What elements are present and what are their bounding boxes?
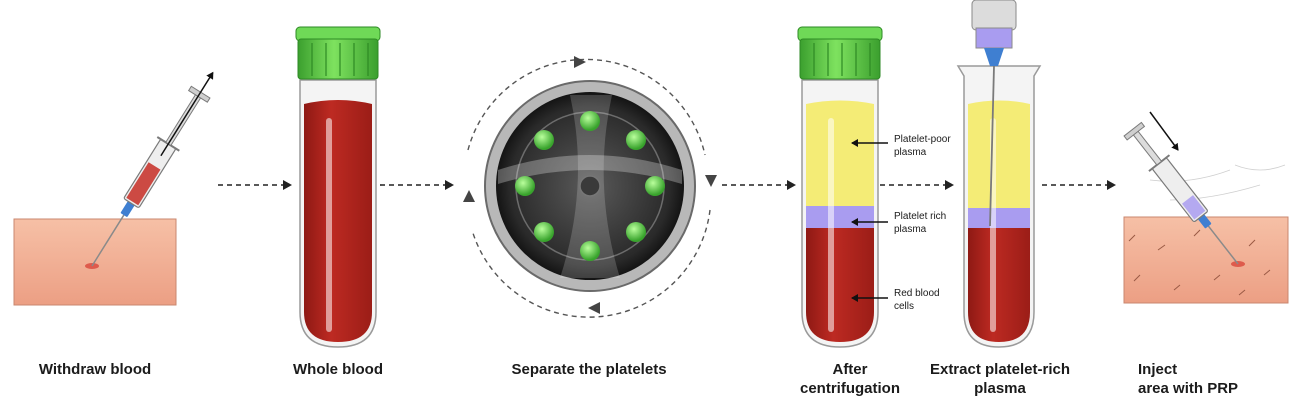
label-red-blood-cells: Red blood cells [894, 288, 940, 312]
extract-prp-illustration [956, 0, 1042, 348]
step-label-after-centrifugation: After centrifugation [800, 361, 900, 397]
whole-blood-tube [295, 26, 381, 348]
label-platelet-poor-plasma: Platelet-poor plasma [894, 134, 951, 158]
red-blood-cell-layer [806, 228, 874, 342]
platelet-poor-plasma-layer [806, 100, 874, 212]
step-label-separate-platelets: Separate the platelets [511, 361, 667, 378]
syringe [91, 71, 214, 267]
step-label-extract-prp: Extract platelet-rich plasma [929, 361, 1071, 397]
tube-cap [295, 26, 381, 80]
step-label-withdraw-blood: Withdraw blood [38, 361, 152, 378]
platelet-rich-layer [806, 206, 874, 228]
syringe-inject [1123, 121, 1239, 265]
rotation-arc-bottom [471, 209, 711, 318]
syringe-top [971, 0, 1017, 227]
sample-slots [515, 111, 665, 261]
withdraw-blood-illustration [13, 71, 214, 306]
centrifuge [463, 56, 717, 318]
rotation-arc-top [467, 58, 706, 156]
centrifuged-tube [797, 26, 888, 348]
label-platelet-rich-plasma: Platelet rich plasma [894, 211, 947, 235]
step-label-inject: Inject area with PRP [1138, 361, 1239, 397]
step-label-whole-blood: Whole blood [293, 361, 383, 378]
skin-patch-2 [1123, 216, 1289, 304]
inject-direction-arrow [1149, 111, 1179, 151]
inject-illustration [1123, 111, 1289, 304]
